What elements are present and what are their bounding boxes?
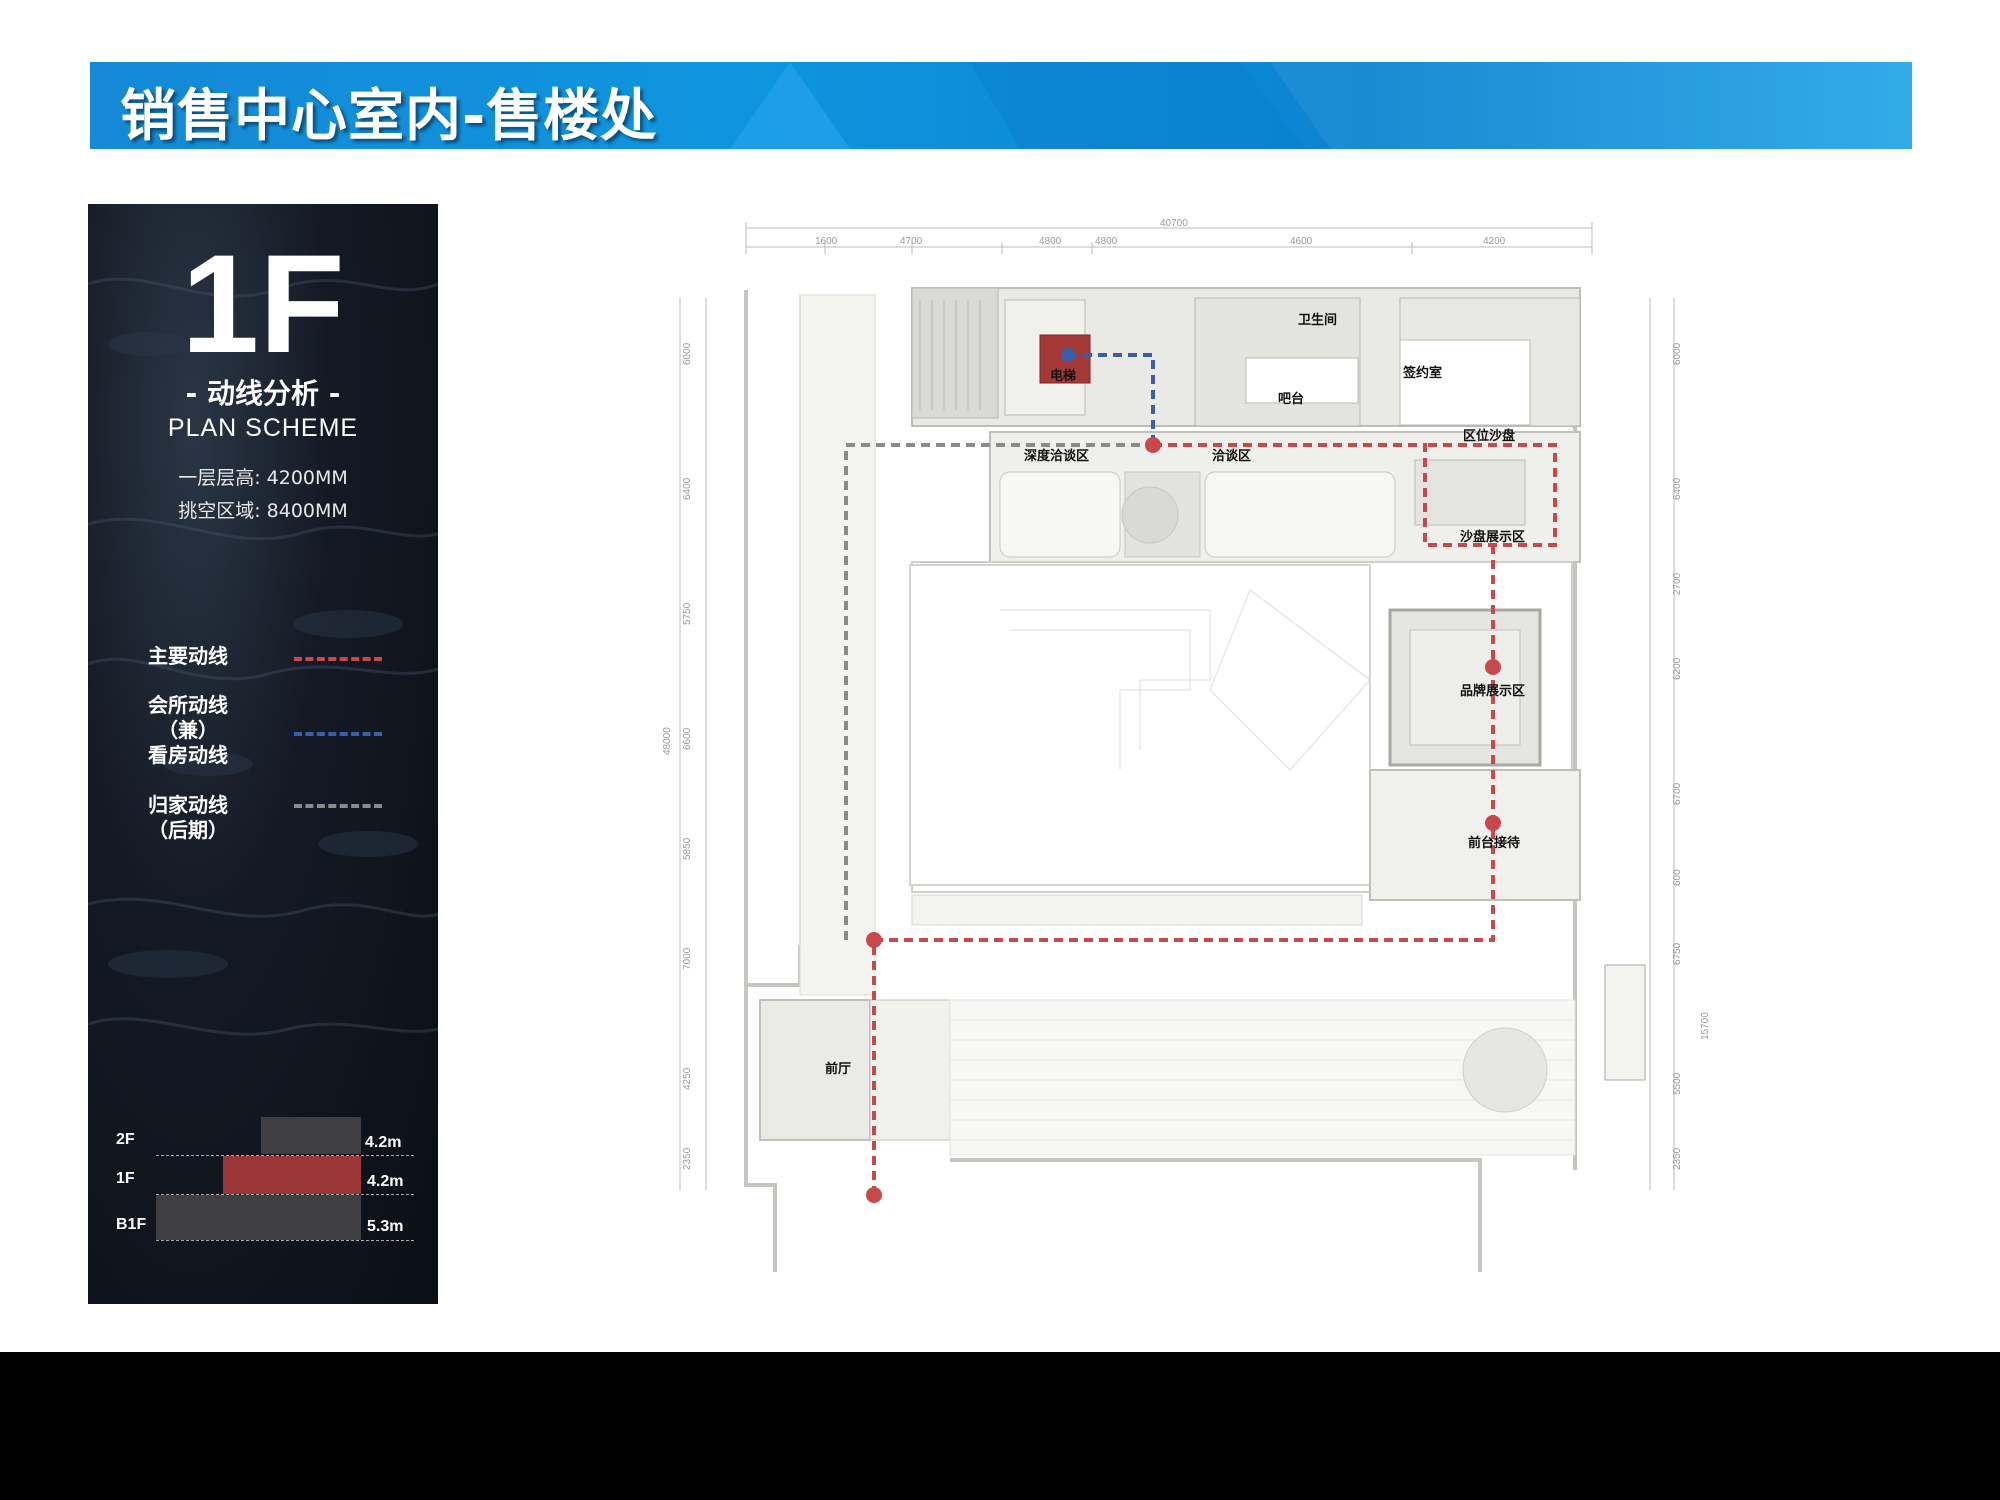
dim-top: 4200: [1483, 236, 1506, 247]
floor-height-b1f: 5.3m: [367, 1218, 404, 1235]
room-restroom: 卫生间: [1298, 312, 1337, 328]
floor-label-b1f: B1F: [116, 1216, 147, 1233]
route-node: [1145, 437, 1161, 453]
legend-label-main: 主要动线: [148, 644, 228, 668]
room-labels: 电梯 卫生间 吧台 签约室 区位沙盘 深度洽谈区 洽谈区 沙盘展示区 品牌展示区…: [825, 312, 1525, 1077]
legend-label-club: 会所动线 （兼） 看房动线: [148, 693, 228, 767]
floor-divider: [156, 1240, 414, 1241]
floor-divider: [156, 1155, 414, 1156]
dim-left: 6000: [682, 342, 693, 365]
info-floor-height: 一层层高: 4200MM: [178, 467, 348, 489]
dim-top: 4700: [900, 236, 923, 247]
section-subtitle-en: PLAN SCHEME: [167, 414, 359, 442]
dim-right: 6750: [1672, 942, 1683, 965]
bottom-bar: [0, 1352, 2000, 1500]
floor-bar-2f: [261, 1117, 361, 1154]
route-main: [872, 545, 1495, 1195]
room-sandtable-display: 沙盘展示区: [1460, 529, 1525, 545]
route-node: [866, 1187, 882, 1203]
side-panel: 1F - 动线分析 - PLAN SCHEME 一层层高: 4200MM 挑空区…: [88, 204, 438, 1304]
floor-height-1f: 4.2m: [367, 1173, 404, 1190]
dim-left-total: 48000: [662, 727, 673, 755]
route-node: [866, 932, 882, 948]
route-node: [1061, 348, 1075, 362]
route-node: [1485, 659, 1501, 675]
dim-right: 2700: [1672, 572, 1683, 595]
route-node: [1485, 815, 1501, 831]
dim-left: 5750: [682, 602, 693, 625]
route-main-top: [1153, 443, 1557, 547]
route-home: [844, 443, 1153, 940]
dim-right: 6400: [1672, 477, 1683, 500]
routes: [844, 353, 1557, 1195]
dimension-lines: [679, 222, 1675, 1190]
floor-label-1f: 1F: [116, 1170, 135, 1187]
dim-left: 7000: [682, 947, 693, 970]
floor-height-2f: 4.2m: [365, 1134, 402, 1151]
floor-title: 1F: [181, 225, 345, 382]
legend-line-home: [294, 804, 382, 808]
floor-bar-b1f: [156, 1195, 361, 1240]
section-subtitle: - 动线分析 -: [185, 377, 341, 410]
legend-line-club: [294, 732, 382, 736]
floor-bar-1f: [223, 1156, 361, 1194]
dim-top: 1600: [815, 236, 838, 247]
legend-line-main: [294, 657, 382, 661]
dim-right: 600: [1672, 869, 1683, 886]
page-title: 销售中心室内-售楼处: [120, 84, 658, 149]
dim-top: 4800: [1039, 236, 1062, 247]
room-reception: 前台接待: [1468, 835, 1520, 851]
dim-left: 4250: [682, 1067, 693, 1090]
room-brand-display: 品牌展示区: [1460, 683, 1525, 699]
floor-plan: 40700 1600 4700 4800 4800 4600 4200 6000…: [662, 218, 1711, 1272]
banner-decoration: [730, 62, 1912, 149]
header-banner: 销售中心室内-售楼处: [90, 62, 1912, 149]
room-bar: 吧台: [1278, 391, 1304, 407]
dim-right: 6700: [1672, 782, 1683, 805]
info-void-area: 挑空区域: 8400MM: [178, 500, 348, 522]
room-elevator: 电梯: [1050, 368, 1076, 384]
room-deep-negotiation: 深度洽谈区: [1024, 448, 1089, 464]
building-shell: [744, 287, 1646, 1272]
room-negotiation: 洽谈区: [1212, 448, 1251, 464]
dim-top-total: 40700: [1160, 218, 1188, 229]
dim-right: 5500: [1672, 1072, 1683, 1095]
dim-right: 6200: [1672, 657, 1683, 680]
room-sandtable-area: 区位沙盘: [1463, 428, 1515, 444]
dim-left: 6400: [682, 477, 693, 500]
dim-left: 5850: [682, 837, 693, 860]
dimension-text: 40700 1600 4700 4800 4800 4600 4200 6000…: [662, 218, 1711, 1170]
dim-top: 4600: [1290, 236, 1313, 247]
floor-label-2f: 2F: [116, 1131, 135, 1148]
legend-label-home: 归家动线 （后期）: [148, 793, 228, 842]
room-foyer: 前厅: [825, 1061, 851, 1077]
dim-top: 4800: [1095, 236, 1118, 247]
floor-divider: [156, 1194, 414, 1195]
dim-left: 2350: [682, 1147, 693, 1170]
room-signing: 签约室: [1402, 365, 1442, 381]
dim-left: 6600: [682, 727, 693, 750]
dim-right: 6000: [1672, 342, 1683, 365]
dim-right-total: 15700: [1700, 1012, 1711, 1040]
water-texture: [88, 277, 438, 1036]
dim-right: 2350: [1672, 1147, 1683, 1170]
route-nodes: [866, 348, 1501, 1203]
